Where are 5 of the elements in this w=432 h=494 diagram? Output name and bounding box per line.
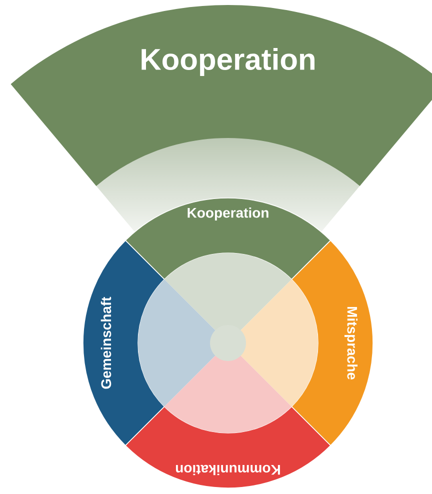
ring-segment: Mitsprache <box>291 240 374 446</box>
ring-segment: Kommunikation <box>125 406 331 488</box>
fan-sector: Kooperation <box>10 5 432 186</box>
ring-segment: Gemeinschaft <box>82 240 165 446</box>
ring-segment: Kooperation <box>125 198 331 280</box>
